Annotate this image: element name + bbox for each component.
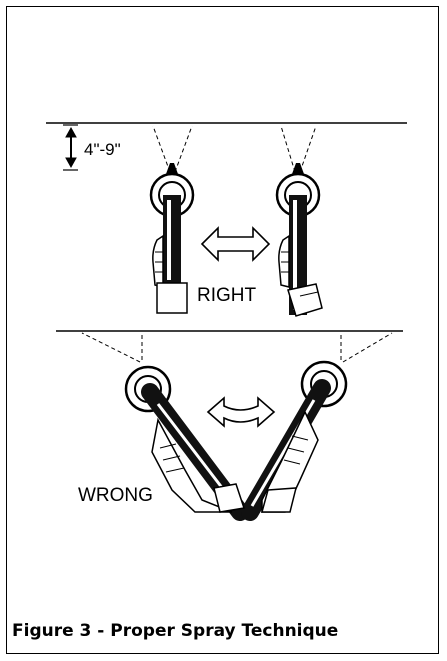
spray-gun-right-2 [275, 125, 323, 317]
distance-label: 4"-9" [84, 140, 121, 159]
move-parallel-arrow [200, 226, 271, 262]
spray-gun-wrong-2 [213, 332, 393, 521]
distance-indicator [63, 124, 78, 171]
figure-caption: Figure 3 - Proper Spray Technique [12, 621, 339, 641]
wrong-label: WRONG [78, 485, 153, 506]
figure-frame [6, 6, 439, 654]
arc-motion-arrow [206, 396, 276, 428]
right-label: RIGHT [197, 285, 257, 306]
spray-gun-right-1 [149, 125, 195, 314]
